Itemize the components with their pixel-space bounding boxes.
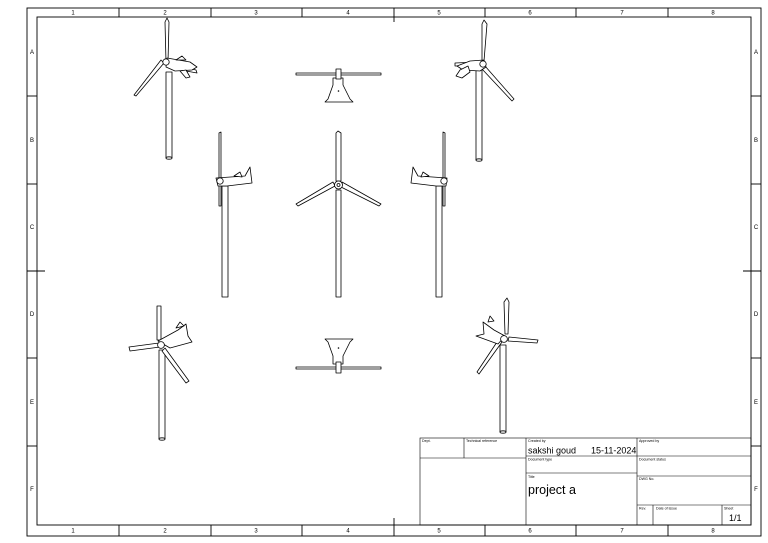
col-label: 7 (620, 11, 624, 17)
turbine-side-view-left (215, 131, 253, 298)
row-label: C (30, 225, 35, 231)
sheet-label: Sheet (724, 507, 733, 511)
row-label: A (30, 50, 34, 56)
row-label: C (754, 225, 759, 231)
col-label: 2 (163, 529, 167, 535)
col-label: 6 (528, 529, 532, 535)
revision-label: Rev. (639, 507, 646, 511)
zone-ticks-left (27, 95, 45, 447)
col-label: 5 (437, 11, 441, 17)
row-label: A (754, 50, 758, 56)
col-label: 8 (711, 11, 715, 17)
drawing-number-label: DWG No. (639, 477, 654, 481)
zone-ticks-top (118, 8, 669, 22)
zone-ticks-right (743, 95, 761, 447)
col-label: 5 (437, 529, 441, 535)
inner-border (36, 16, 752, 526)
turbine-iso-view-top-left (133, 17, 198, 160)
approved-by-label: Approved by (639, 439, 659, 443)
row-label: E (754, 400, 758, 406)
sheet-value: 1/1 (729, 513, 742, 523)
row-label: B (30, 138, 34, 144)
zone-ticks-bottom (118, 518, 669, 536)
col-label: 4 (346, 529, 350, 535)
turbine-top-view (295, 68, 382, 103)
created-by-label: Created by (528, 439, 546, 443)
turbine-side-view-right (410, 131, 448, 298)
document-type-label: Document type (528, 458, 552, 462)
col-label: 8 (711, 529, 715, 535)
row-label: D (754, 312, 759, 318)
dept-label: Dept. (422, 439, 431, 443)
col-label: 1 (71, 529, 75, 535)
col-label: 6 (528, 11, 532, 17)
created-by-value: sakshi goud (528, 446, 576, 456)
column-labels-bottom: 1 2 3 4 5 6 7 8 (71, 529, 715, 535)
title-value: project a (528, 483, 576, 497)
col-label: 3 (254, 11, 258, 17)
column-labels-top: 1 2 3 4 5 6 7 8 (71, 11, 715, 17)
turbine-bottom-view (295, 338, 382, 374)
col-label: 1 (71, 11, 75, 17)
turbine-iso-view-bottom-left (128, 305, 193, 441)
row-label: F (30, 487, 34, 493)
col-label: 3 (254, 529, 258, 535)
created-date-value: 15-11-2024 (591, 446, 636, 456)
document-status-label: Document status (639, 458, 666, 462)
row-label: E (30, 400, 34, 406)
turbine-front-view (295, 130, 382, 298)
row-label: D (30, 312, 35, 318)
title-block: Dept. Technical reference Created by sak… (419, 437, 752, 526)
row-labels-left: A B C D E F (30, 50, 35, 493)
turbine-iso-view-top-right (454, 19, 515, 162)
title-label: Title (528, 475, 535, 479)
turbine-iso-view-bottom-right (475, 297, 539, 434)
tech-ref-label: Technical reference (466, 439, 497, 443)
col-label: 4 (346, 11, 350, 17)
col-label: 2 (163, 11, 167, 17)
row-labels-right: A B C D E F (754, 50, 759, 493)
date-of-issue-label: Date of issue (656, 507, 677, 511)
row-label: F (754, 487, 758, 493)
row-label: B (754, 138, 758, 144)
col-label: 7 (620, 529, 624, 535)
